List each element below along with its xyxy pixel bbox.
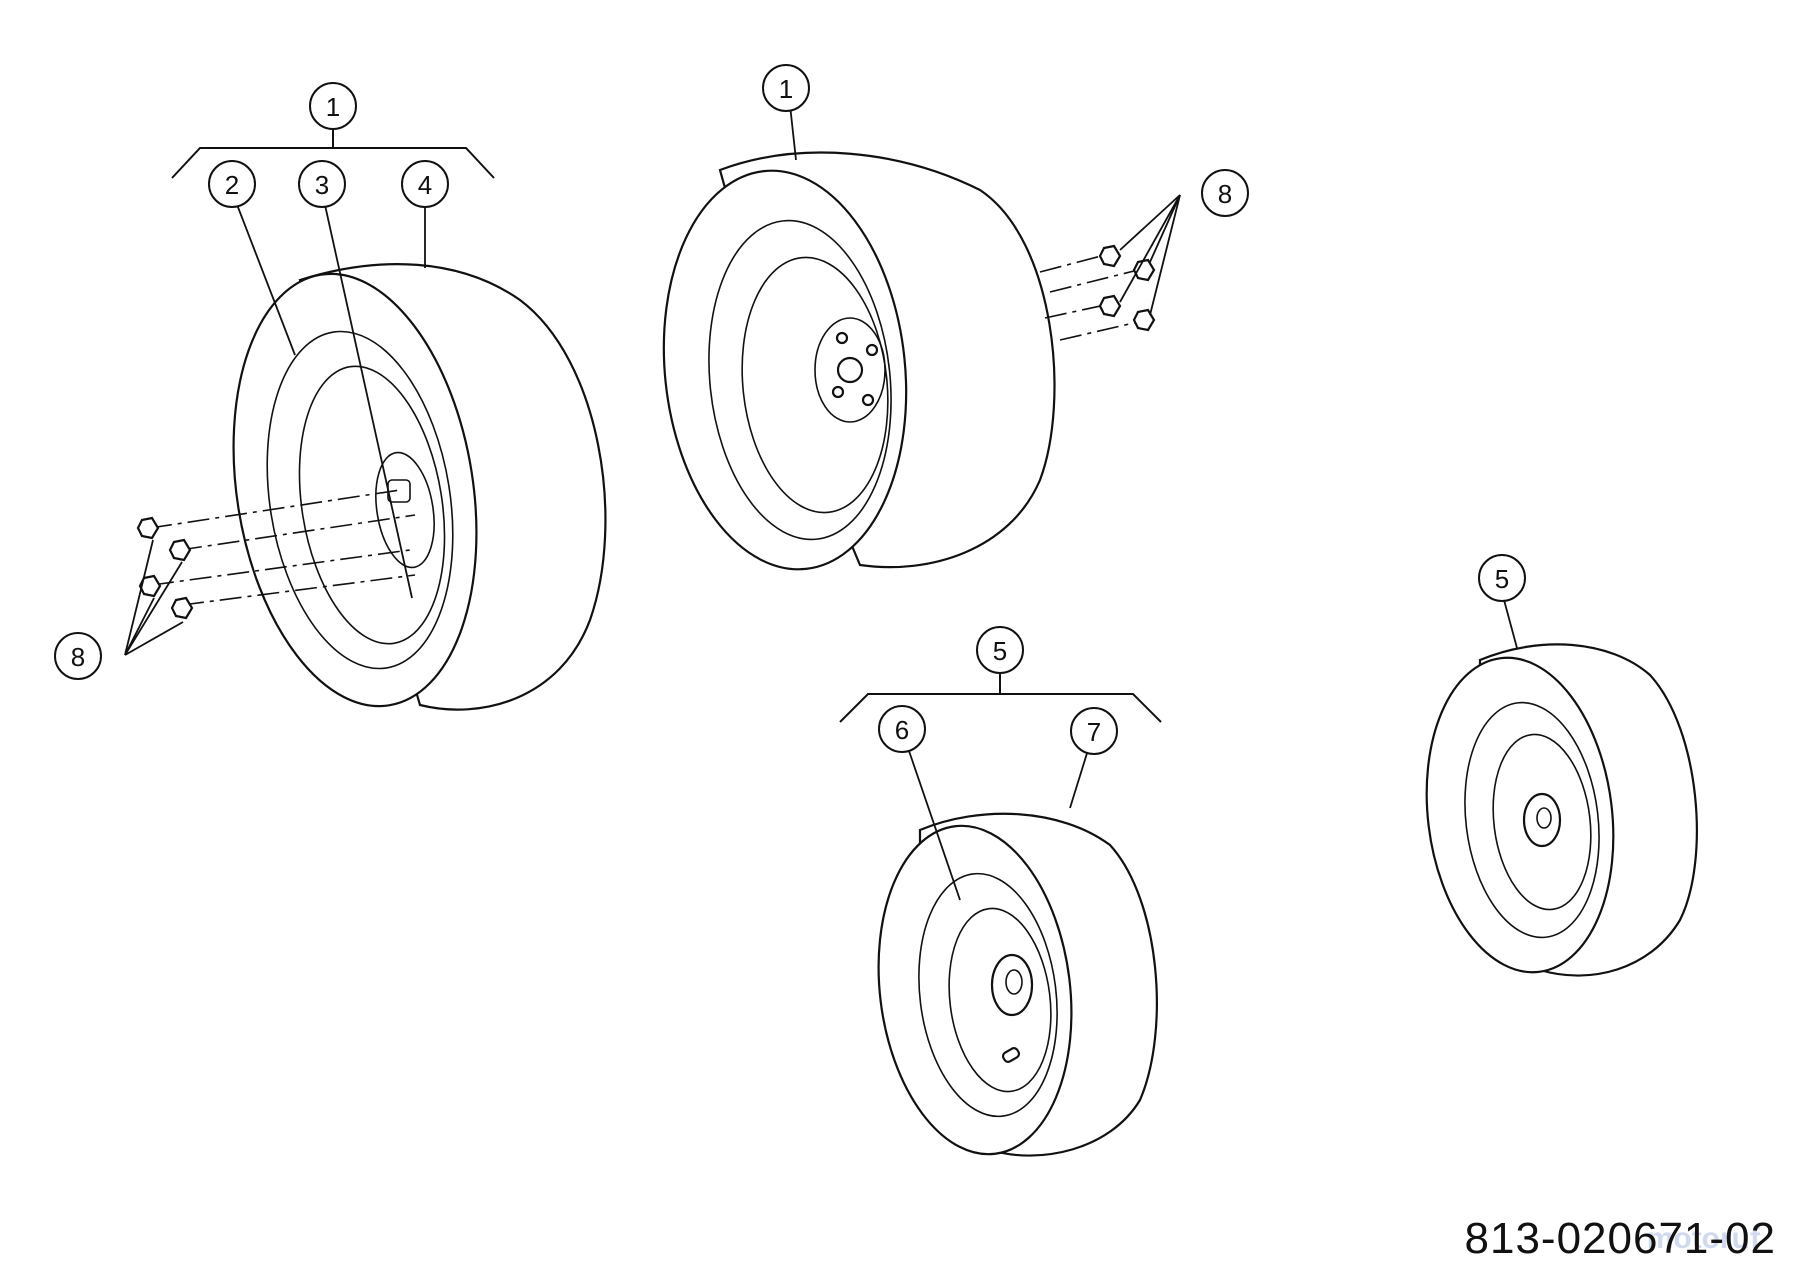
lug-nut [138, 574, 162, 598]
hub-plate [375, 451, 435, 569]
leader-8b-2 [1149, 194, 1181, 263]
rim-outer [1464, 701, 1600, 939]
leader-8a-1 [124, 539, 154, 656]
axle-hub [990, 953, 1034, 1017]
wheel-front-left [136, 263, 607, 711]
leader-5b [1503, 599, 1518, 649]
callout-8-left: 8 [54, 632, 102, 680]
stud-axis-line [1059, 321, 1139, 341]
callout-label: 1 [326, 92, 340, 122]
leader-8b-4 [1149, 194, 1181, 316]
wheel-front-right [662, 151, 1156, 571]
rim-outer [266, 330, 454, 670]
leader-6 [907, 747, 961, 901]
hub-plate [814, 317, 886, 423]
leader-2 [235, 201, 296, 356]
lug-nut [1098, 244, 1122, 268]
callout-5-group: 5 [976, 626, 1024, 674]
lug-nut [1098, 294, 1122, 318]
wheel-rear-left [877, 812, 1158, 1157]
stud-axis-line [179, 514, 416, 551]
callout-8-right: 8 [1201, 169, 1249, 217]
leader-8a-2 [124, 561, 183, 656]
leader-1b [789, 104, 797, 161]
watermark-logo: motoruf [1646, 1222, 1760, 1255]
stud-axis-line [149, 489, 401, 529]
callout-1-left: 1 [309, 82, 357, 130]
drawing-number: 813-020671-02 [1464, 1214, 1776, 1263]
rim-inner [948, 907, 1052, 1093]
rim-inner [741, 256, 889, 514]
stud-axis-line [1039, 254, 1106, 273]
callout-label: 7 [1087, 717, 1101, 747]
hub-center-hole [836, 356, 864, 384]
callout-label: 6 [895, 715, 909, 745]
lug-nut-group [136, 516, 194, 620]
rim-inner [1492, 733, 1592, 911]
leader-8a-3 [124, 597, 155, 656]
leader-8b-3 [1119, 194, 1181, 303]
callout-label: 5 [1495, 564, 1509, 594]
callout-label: 1 [779, 74, 793, 104]
axle-hub [1522, 792, 1562, 848]
callout-1-right: 1 [762, 64, 810, 112]
rim-outer [708, 219, 892, 541]
stud-hole [835, 331, 849, 345]
tire-sidewall [1425, 656, 1615, 974]
lug-nut [1132, 308, 1156, 332]
leader-8b-1 [1119, 194, 1181, 251]
valve-stem [1001, 1047, 1021, 1063]
lug-nut [170, 596, 194, 620]
stud-axis-line [181, 574, 416, 606]
lug-nut-group [1098, 244, 1156, 332]
stud-axis-line [1044, 304, 1106, 319]
leader-8a-4 [124, 621, 184, 656]
stud-hole [865, 343, 879, 357]
callout-label: 2 [225, 170, 239, 200]
callout-3: 3 [298, 160, 346, 208]
lug-nut [168, 538, 192, 562]
leader-3 [324, 204, 413, 599]
rim-inner [298, 365, 446, 645]
callout-label: 8 [1218, 179, 1232, 209]
callout-5-right: 5 [1478, 554, 1526, 602]
callout-6: 6 [878, 705, 926, 753]
stud-hole [861, 393, 875, 407]
axle-bore [1005, 969, 1023, 995]
tire-sidewall [662, 169, 908, 571]
callout-label: 5 [993, 636, 1007, 666]
wheel-rear-right [1425, 643, 1698, 977]
rim-outer [918, 872, 1058, 1118]
callout-label: 8 [71, 642, 85, 672]
stud-axis-line [1049, 269, 1139, 293]
callout-2: 2 [208, 160, 256, 208]
callout-4: 4 [401, 160, 449, 208]
stud-axis-line [151, 549, 411, 586]
lug-nut [1132, 258, 1156, 282]
tire-sidewall [232, 272, 478, 708]
stud-hole [831, 385, 845, 399]
axle-bore [1536, 807, 1552, 829]
tire-sidewall [877, 824, 1073, 1156]
leader-7 [1069, 749, 1089, 809]
callout-label: 3 [315, 170, 329, 200]
lug-nut [136, 516, 160, 540]
callout-7: 7 [1070, 707, 1118, 755]
callout-label: 4 [418, 170, 432, 200]
